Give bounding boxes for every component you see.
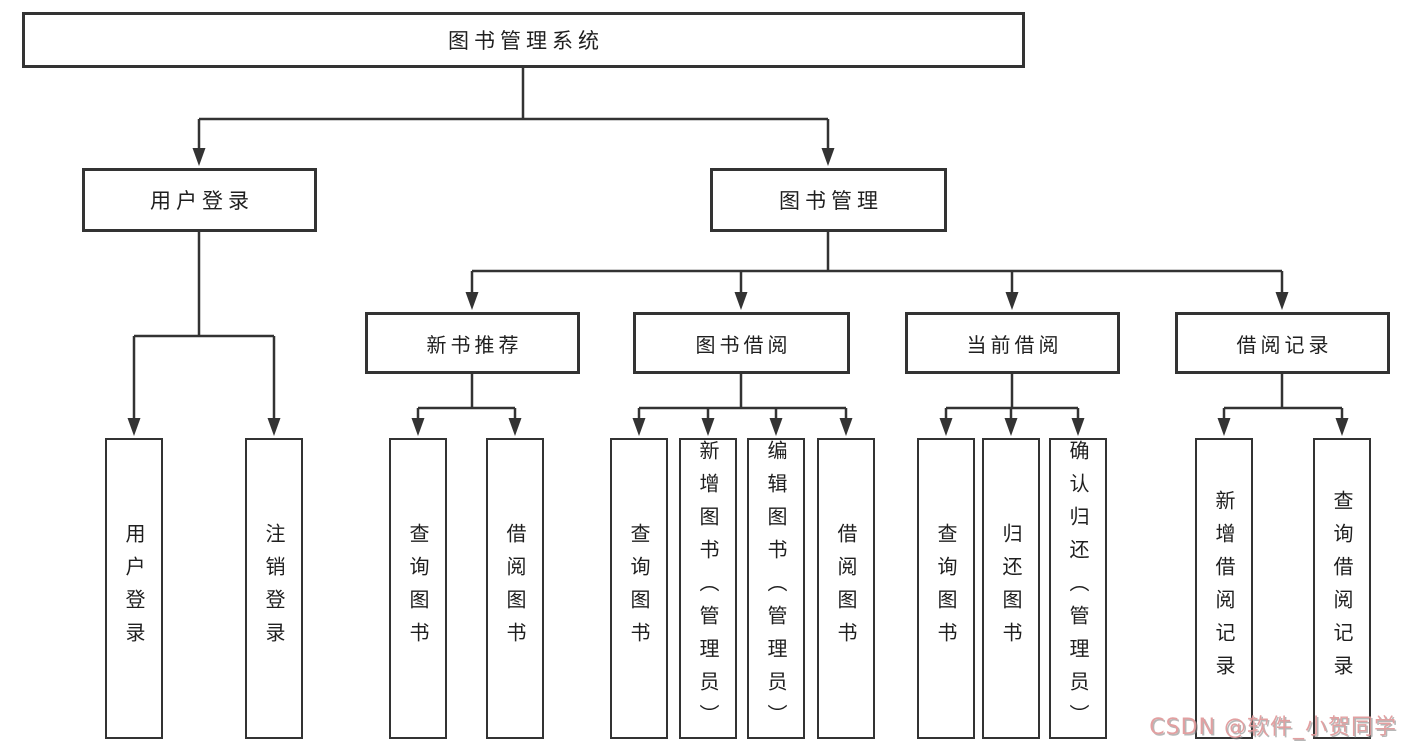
arrow-leaf-confirm xyxy=(1071,418,1085,436)
arrow-leaf-editbook xyxy=(769,418,783,436)
leaf-query-book-current-label: 查询图书 xyxy=(934,522,958,655)
leaf-borrow-book-label: 借阅图书 xyxy=(834,522,858,655)
leaf-logout-label: 注销登录 xyxy=(262,522,286,655)
arrow-to-bookborrow xyxy=(734,292,748,310)
node-user-login-label: 用户登录 xyxy=(150,189,254,213)
arrowheads xyxy=(127,148,1349,436)
arrow-leaf-query2 xyxy=(632,418,646,436)
leaf-add-borrow-record: 新增借阅记录 xyxy=(1195,438,1253,739)
arrow-leaf-borrow1 xyxy=(508,418,522,436)
node-current-borrow-label: 当前借阅 xyxy=(966,332,1063,357)
leaf-borrow-book-recommend-label: 借阅图书 xyxy=(503,522,527,655)
leaf-return-book: 归还图书 xyxy=(982,438,1040,739)
leaf-borrow-book: 借阅图书 xyxy=(817,438,875,739)
leaf-add-borrow-record-label: 新增借阅记录 xyxy=(1212,489,1236,688)
arrow-to-borrowrecord xyxy=(1275,292,1289,310)
node-book-management-label: 图书管理 xyxy=(779,189,883,213)
node-new-book-recommend: 新书推荐 xyxy=(365,312,580,374)
arrow-leaf-query1 xyxy=(411,418,425,436)
arrow-leaf-query3 xyxy=(939,418,953,436)
leaf-query-book-recommend: 查询图书 xyxy=(389,438,447,739)
arrow-to-bookmgmt xyxy=(821,148,835,166)
node-current-borrow: 当前借阅 xyxy=(905,312,1120,374)
leaf-logout: 注销登录 xyxy=(245,438,303,739)
leaf-user-login-label: 用户登录 xyxy=(122,522,146,655)
leaf-query-book-recommend-label: 查询图书 xyxy=(406,522,430,655)
arrow-to-leaf-logout xyxy=(267,418,281,436)
node-root-label: 图书管理系统 xyxy=(448,29,604,53)
leaf-query-borrow-record: 查询借阅记录 xyxy=(1313,438,1371,739)
leaf-add-book-admin-label: 新增图书（管理员） xyxy=(696,440,720,737)
arrow-leaf-queryrecord xyxy=(1335,418,1349,436)
arrow-leaf-borrow2 xyxy=(839,418,853,436)
node-root-system: 图书管理系统 xyxy=(22,12,1025,68)
leaf-confirm-return-admin-label: 确认归还（管理员） xyxy=(1066,440,1090,737)
arrow-to-newbookrec xyxy=(465,292,479,310)
node-user-login: 用户登录 xyxy=(82,168,317,232)
leaf-borrow-book-recommend: 借阅图书 xyxy=(486,438,544,739)
csdn-watermark: CSDN @软件_小贺同学 xyxy=(1149,715,1397,740)
node-book-borrow: 图书借阅 xyxy=(633,312,850,374)
arrow-to-userlogin xyxy=(192,148,206,166)
arrow-to-currentborrow xyxy=(1005,292,1019,310)
leaf-add-book-admin: 新增图书（管理员） xyxy=(679,438,737,739)
leaf-user-login: 用户登录 xyxy=(105,438,163,739)
leaf-edit-book-admin: 编辑图书（管理员） xyxy=(747,438,805,739)
node-borrow-record-label: 借阅记录 xyxy=(1236,332,1333,357)
node-book-borrow-label: 图书借阅 xyxy=(695,332,792,357)
leaf-edit-book-admin-label: 编辑图书（管理员） xyxy=(764,440,788,737)
node-book-management: 图书管理 xyxy=(710,168,947,232)
arrow-to-leaf-userlogin xyxy=(127,418,141,436)
leaf-query-book-current: 查询图书 xyxy=(917,438,975,739)
arrow-leaf-addrecord xyxy=(1217,418,1231,436)
arrow-leaf-addbook xyxy=(701,418,715,436)
node-borrow-record: 借阅记录 xyxy=(1175,312,1390,374)
leaf-query-book-borrow-label: 查询图书 xyxy=(627,522,651,655)
arrow-leaf-return xyxy=(1004,418,1018,436)
node-new-book-recommend-label: 新书推荐 xyxy=(426,332,523,357)
leaf-query-book-borrow: 查询图书 xyxy=(610,438,668,739)
leaf-return-book-label: 归还图书 xyxy=(999,522,1023,655)
leaf-query-borrow-record-label: 查询借阅记录 xyxy=(1330,489,1354,688)
leaf-confirm-return-admin: 确认归还（管理员） xyxy=(1049,438,1107,739)
